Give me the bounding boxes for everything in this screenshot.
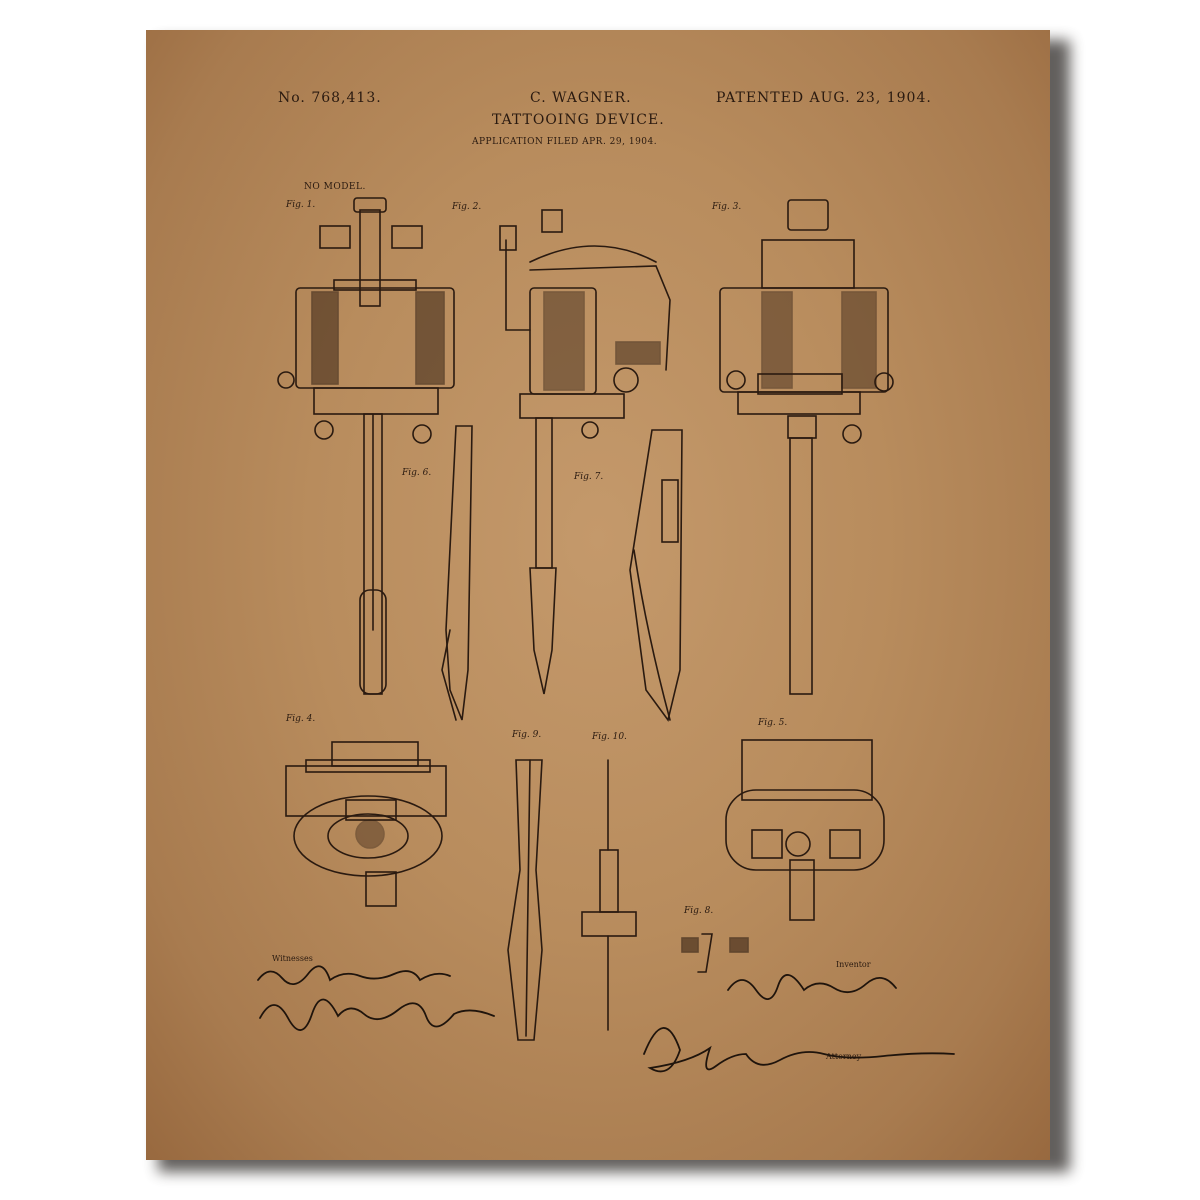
inventor-signature [727, 974, 897, 1000]
filing-date: APPLICATION FILED APR. 29, 1904. [472, 137, 658, 147]
fig-2-drawing [499, 209, 671, 695]
inventor-name: C. WAGNER. [530, 90, 632, 106]
fig-10-label: Fig. 10. [592, 732, 627, 742]
fig-7-label: Fig. 7. [574, 472, 604, 482]
patent-drawings [277, 197, 894, 1041]
patent-print: No. 768,413. C. WAGNER. PATENTED AUG. 23… [146, 30, 1050, 1160]
fig-5-drawing [725, 739, 885, 921]
patent-number: No. 768,413. [278, 90, 382, 106]
fig-6-drawing [441, 425, 473, 721]
fig-7-drawing [629, 429, 683, 722]
fig-9-drawing [507, 759, 543, 1041]
witnesses-label: Witnesses [272, 954, 313, 963]
witness-signature-1 [257, 965, 451, 985]
fig-3-label: Fig. 3. [712, 202, 742, 212]
fig-5-label: Fig. 5. [758, 718, 788, 728]
fig-2-label: Fig. 2. [452, 202, 482, 212]
fig-6-label: Fig. 6. [402, 468, 432, 478]
inventor-label: Inventor [836, 960, 871, 969]
fig-9-label: Fig. 9. [512, 730, 542, 740]
patent-date: PATENTED AUG. 23, 1904. [716, 90, 932, 106]
model-note: NO MODEL. [304, 182, 366, 192]
fig-4-label: Fig. 4. [286, 714, 316, 724]
patent-title: TATTOOING DEVICE. [492, 112, 665, 128]
attorney-signature [643, 1027, 955, 1073]
fig-1-drawing [277, 197, 455, 695]
witness-signature-2 [259, 998, 495, 1031]
fig-8-label: Fig. 8. [684, 906, 714, 916]
handwritten-signatures [257, 965, 955, 1073]
fig-4-drawing [285, 741, 447, 907]
fig-8-drawing [681, 933, 749, 973]
fig-3-drawing [719, 199, 894, 695]
fig-10-drawing [581, 759, 637, 1031]
fig-1-label: Fig. 1. [286, 200, 316, 210]
